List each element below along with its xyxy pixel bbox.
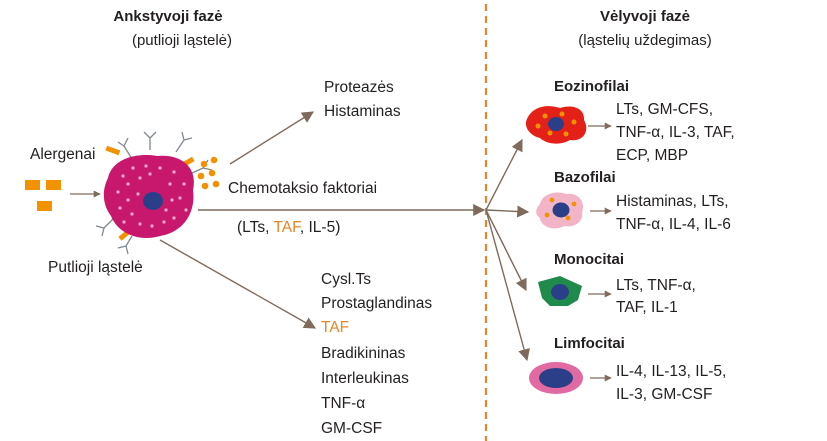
early-phase-subtitle: (putlioji ląstelė) [132,32,232,49]
monocytes-label: Monocitai [554,251,624,268]
monocyte-products-line-1: LTs, TNF-α, [616,277,696,294]
lymphocyte-products-line-2: IL-3, GM-CSF [616,386,712,403]
chemotaxis-factors: (LTs, TAF, IL-5) [237,219,340,236]
eosinophil-products-line-3: ECP, MBP [616,147,688,164]
released-granules [197,156,220,190]
lymphocyte-cell [529,362,583,394]
mast-cell [95,131,213,255]
monocyte-products-line-2: TAF, IL-1 [616,299,678,316]
basophil-products-line-2: TNF-α, IL-4, IL-6 [616,216,731,233]
late-phase-arrows [485,138,530,362]
mast-cell-nucleus [143,192,163,210]
basophils-label: Bazofilai [554,169,616,186]
product-cysl-ts: Cysl.Ts [321,271,371,288]
eosinophil-products-line-1: LTs, GM-CFS, [616,101,713,118]
product-taf: TAF [321,319,349,336]
product-histamine: Histaminas [324,103,401,120]
allergen-particles [25,180,61,211]
eosinophil-products-line-2: TNF-α, IL-3, TAF, [616,124,735,141]
product-gm-csf: GM-CSF [321,420,382,437]
monocyte-cell [538,276,582,306]
late-phase-title: Vėlyvoji fazė [600,8,690,25]
arrow-to-bottom-products [159,239,317,329]
basophil-products-line-1: Histaminas, LTs, [616,193,729,210]
chemotaxis-label: Chemotaksio faktoriai [228,180,377,197]
eosinophils-label: Eozinofilai [554,78,629,95]
allergens-label: Alergenai [30,146,96,163]
lymphocyte-products-line-1: IL-4, IL-13, IL-5, [616,363,726,380]
late-phase-subtitle: (ląstelių uždegimas) [578,32,711,49]
product-prostaglandin: Prostaglandinas [321,295,432,312]
product-bradykinin: Bradikininas [321,345,406,362]
mast-cell-label: Putlioji ląstelė [48,259,143,276]
lymphocytes-label: Limfocitai [554,335,625,352]
eosinophil-cell [525,106,587,144]
basophil-cell [536,192,584,229]
product-interleukin: Interleukinas [321,370,409,387]
product-tnf-alpha: TNF-α [321,395,365,412]
early-phase-title: Ankstyvoji fazė [113,8,222,25]
arrow-to-top-products [229,111,315,165]
taf-highlight: TAF [273,219,301,236]
product-proteases: Proteazės [324,79,394,96]
